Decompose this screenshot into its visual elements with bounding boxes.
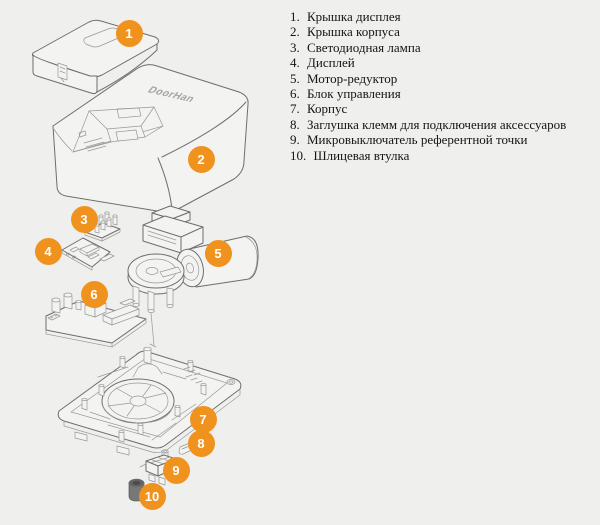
legend-item: 3. Светодиодная лампа bbox=[290, 40, 566, 55]
legend-item-number: 10. bbox=[290, 147, 307, 163]
cover-latch bbox=[57, 62, 68, 81]
legend-item-label: Микровыключатель референтной точки bbox=[307, 132, 528, 148]
legend-item-label: Шлицевая втулка bbox=[313, 147, 410, 163]
legend-item-number: 4. bbox=[290, 55, 300, 71]
part-microswitch bbox=[139, 449, 177, 486]
legend-item-number: 6. bbox=[290, 86, 300, 102]
legend-item-number: 9. bbox=[290, 132, 300, 148]
legend-item-number: 3. bbox=[290, 39, 300, 55]
legend-item-label: Корпус bbox=[307, 101, 348, 117]
legend-item: 9. Микровыключатель референтной точки bbox=[290, 132, 566, 147]
legend-item-label: Мотор-редуктор bbox=[307, 70, 398, 86]
legend-item-number: 7. bbox=[290, 101, 300, 117]
display-window bbox=[115, 129, 139, 142]
part-control-board bbox=[45, 292, 147, 348]
legend-item-label: Крышка дисплея bbox=[307, 9, 401, 24]
legend-item: 4. Дисплей bbox=[290, 55, 566, 70]
legend-item-number: 5. bbox=[290, 70, 300, 86]
legend-item: 8. Заглушка клемм для подключения аксесс… bbox=[290, 117, 566, 132]
legend-item: 7. Корпус bbox=[290, 101, 566, 116]
part-splined-bushing bbox=[128, 478, 145, 502]
parts-legend: 1. Крышка дисплея 2. Крышка корпуса 3. С… bbox=[290, 9, 566, 163]
legend-item: 2. Крышка корпуса bbox=[290, 24, 566, 39]
part-terminal-plug bbox=[178, 442, 202, 455]
legend-item-label: Крышка корпуса bbox=[307, 24, 400, 40]
legend-item: 6. Блок управления bbox=[290, 86, 566, 101]
legend-item-label: Блок управления bbox=[307, 86, 401, 102]
legend-item-number: 2. bbox=[290, 24, 300, 40]
legend-item-number: 8. bbox=[290, 116, 300, 132]
legend-item: 5. Мотор-редуктор bbox=[290, 71, 566, 86]
part-display bbox=[61, 237, 115, 271]
legend-item-label: Заглушка клемм для подключения аксессуар… bbox=[307, 116, 567, 132]
legend-item-label: Дисплей bbox=[307, 55, 355, 71]
legend-item-number: 1. bbox=[290, 9, 300, 24]
legend-item-label: Светодиодная лампа bbox=[307, 39, 421, 55]
part-led-lamp bbox=[84, 211, 121, 242]
part-motor-gearbox bbox=[127, 205, 259, 348]
part-housing-cover: DoorHan bbox=[52, 64, 249, 213]
legend-item: 10. Шлицевая втулка bbox=[290, 148, 566, 163]
legend-item: 1. Крышка дисплея bbox=[290, 9, 566, 24]
part-base-housing bbox=[57, 346, 242, 456]
